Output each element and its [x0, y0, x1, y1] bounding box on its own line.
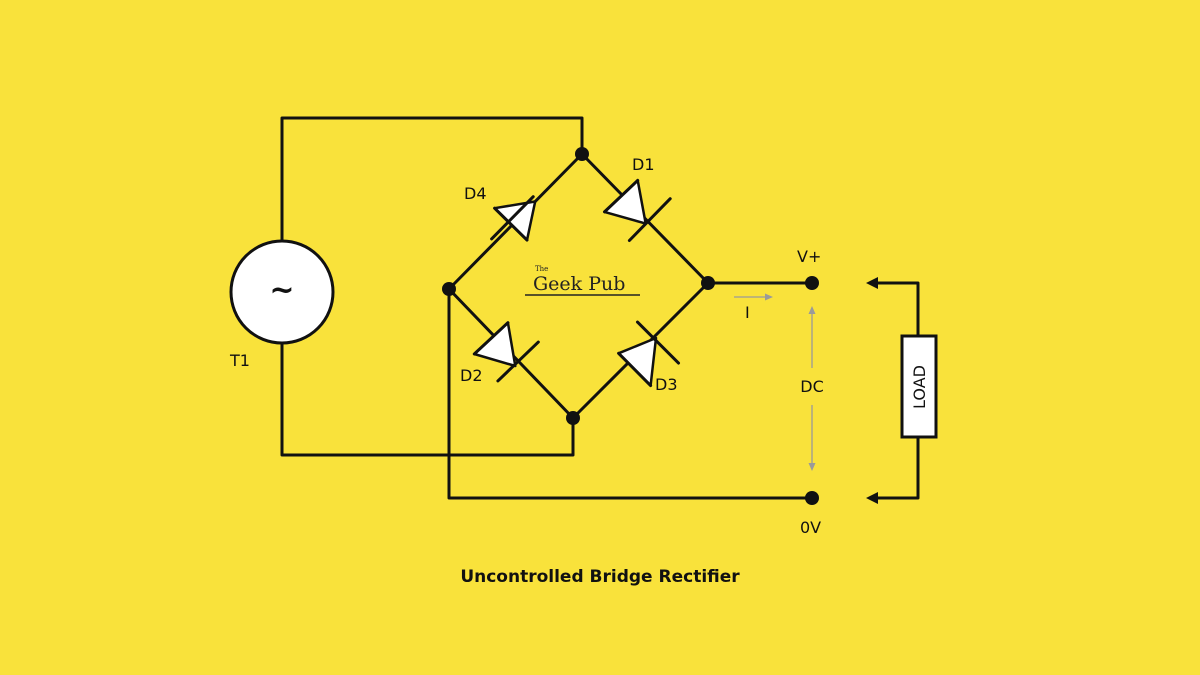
node-left [442, 282, 456, 296]
arrow-top [866, 277, 878, 289]
diode-label-d2: D2 [460, 366, 483, 385]
ac-source: ~ [229, 239, 335, 345]
geek-pub-logo: The Geek Pub [525, 265, 640, 296]
diode-d2 [447, 287, 575, 420]
node-right [701, 276, 715, 290]
node-positive-terminal [805, 276, 819, 290]
wire-load-top [875, 281, 920, 338]
source-label: T1 [229, 351, 250, 370]
node-top [575, 147, 589, 161]
logo-main-text: Geek Pub [533, 273, 625, 295]
positive-label: V+ [797, 247, 821, 266]
junction-nodes [442, 147, 819, 505]
zero-label: 0V [800, 518, 821, 537]
diode-label-d3: D3 [655, 375, 678, 394]
load-arrows [866, 277, 878, 504]
diode-label-d4: D4 [464, 184, 487, 203]
node-bottom [566, 411, 580, 425]
current-arrow [734, 293, 773, 301]
diode-d1 [580, 152, 710, 285]
node-zero-terminal [805, 491, 819, 505]
ac-symbol: ~ [269, 273, 294, 308]
diode-d4 [447, 152, 584, 291]
wire-source-bottom [280, 340, 575, 457]
diode-label-d1: D1 [632, 155, 655, 174]
current-label: I [745, 303, 750, 322]
wire-zero-rail [447, 287, 814, 500]
dc-voltage-indicator [808, 306, 816, 471]
wire-load-bottom [875, 435, 920, 500]
diagram-title: Uncontrolled Bridge Rectifier [460, 567, 740, 587]
load-resistor: LOAD [900, 334, 938, 439]
dc-label: DC [800, 377, 824, 396]
arrow-bottom [866, 492, 878, 504]
logo-small-text: The [535, 265, 548, 273]
circuit-wires [280, 116, 920, 500]
wire-source-top [280, 116, 584, 244]
diode-d3 [571, 281, 710, 420]
load-label: LOAD [910, 365, 929, 409]
